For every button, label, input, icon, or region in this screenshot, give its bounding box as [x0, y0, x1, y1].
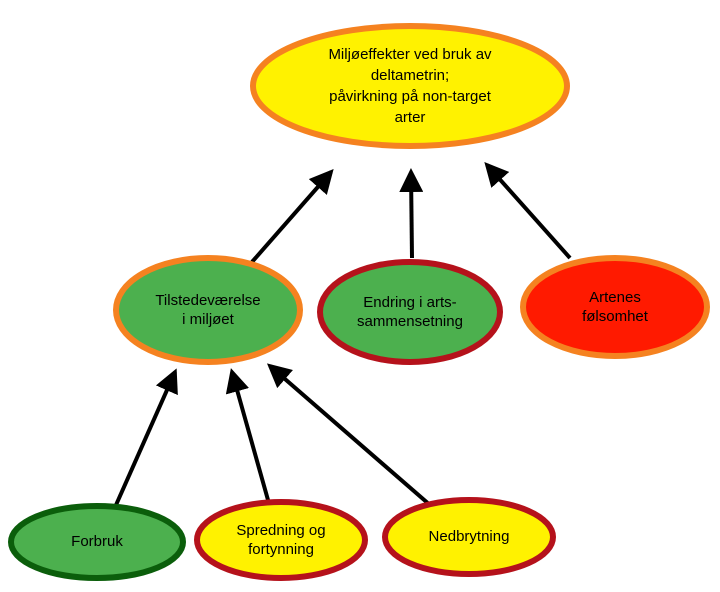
edges: [114, 162, 572, 507]
node-root-shape: [250, 23, 570, 149]
node-forbruk-shape: [8, 503, 186, 581]
edge-endring-to-root: [399, 168, 424, 259]
node-nedbrytning-shape: [382, 497, 556, 577]
edge-tilstede-to-root: [250, 168, 334, 264]
node-artenes-shape: [520, 255, 710, 359]
edge-spredning-to-tilstede: [225, 368, 270, 501]
node-spredning-shape: [194, 499, 368, 581]
node-tilstede-shape: [113, 255, 303, 365]
edge-nedbrytning-to-tilstede: [266, 363, 432, 507]
edge-forbruk-to-tilstede: [114, 368, 178, 506]
edge-artenes-to-root: [484, 162, 572, 260]
node-endring-shape: [317, 259, 503, 365]
nodes: [8, 23, 710, 581]
